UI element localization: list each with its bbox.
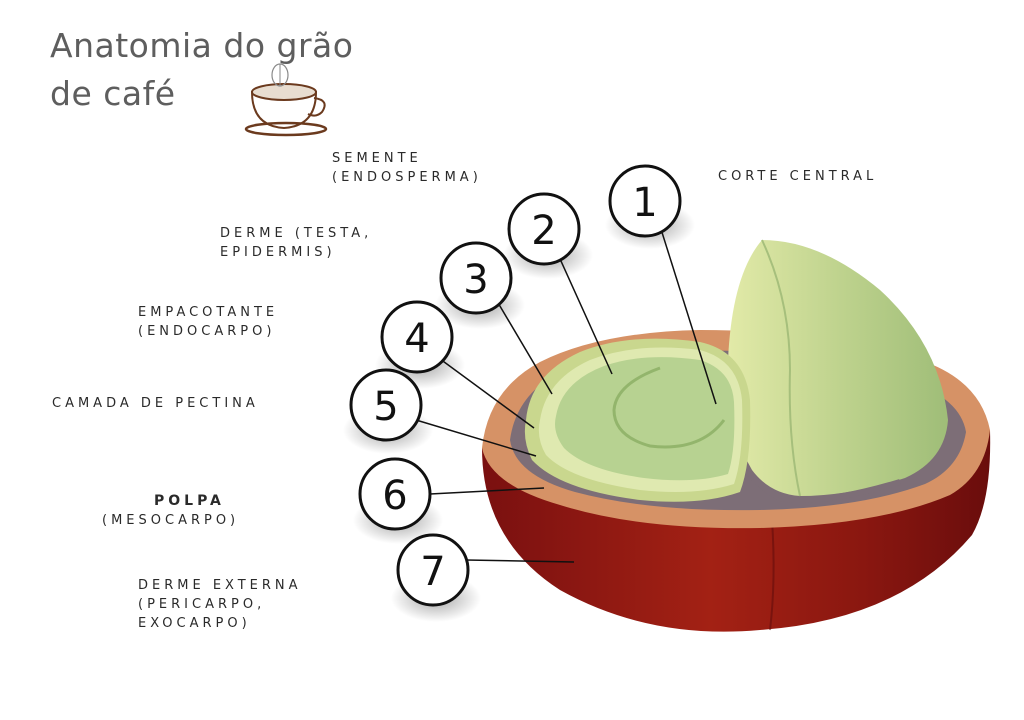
seed-layer [555,357,735,481]
marker-7: 7 [396,533,470,607]
seed-crease [612,366,726,449]
page-title: Anatomia do grão de café [50,22,353,118]
marker-5: 5 [349,368,423,442]
leader-lines [415,225,717,563]
half-bean-right [728,240,948,496]
marker-1: 1 [608,164,682,238]
marker-2: 2 [507,192,581,266]
title-line-1: Anatomia do grão [50,26,354,65]
skin-seam [769,519,775,631]
layer-7-label: DERME EXTERNA (PERICARPO, EXOCARPO) [138,578,302,631]
layer-4-label: CAMADA DE PECTINA [52,396,259,411]
layer-3-label: EMPACOTANTE (ENDOCARPO) [138,305,279,339]
marker-7-number: 7 [420,549,445,595]
marker-6-number: 6 [382,473,407,519]
layer-6-label: POLPA (MESOCARPO) [102,493,240,528]
layer-1-label: SEMENTE (ENDOSPERMA) [332,151,482,185]
coffee-cup-icon [244,63,328,137]
marker-6: 6 [358,457,432,531]
number-markers: 1 2 3 4 5 6 7 [349,164,682,607]
marker-3: 3 [439,241,513,315]
marker-2-number: 2 [531,208,556,254]
marker-4: 4 [380,300,454,374]
marker-1-number: 1 [632,180,657,226]
corte-central-label: CORTE CENTRAL [718,169,878,184]
half-bean-crease [761,239,801,497]
marker-5-number: 5 [373,384,398,430]
layer-2-label: DERME (TESTA, EPIDERMIS) [220,226,373,260]
title-line-2: de café [50,74,176,113]
marker-4-number: 4 [404,316,429,362]
marker-3-number: 3 [463,257,488,303]
